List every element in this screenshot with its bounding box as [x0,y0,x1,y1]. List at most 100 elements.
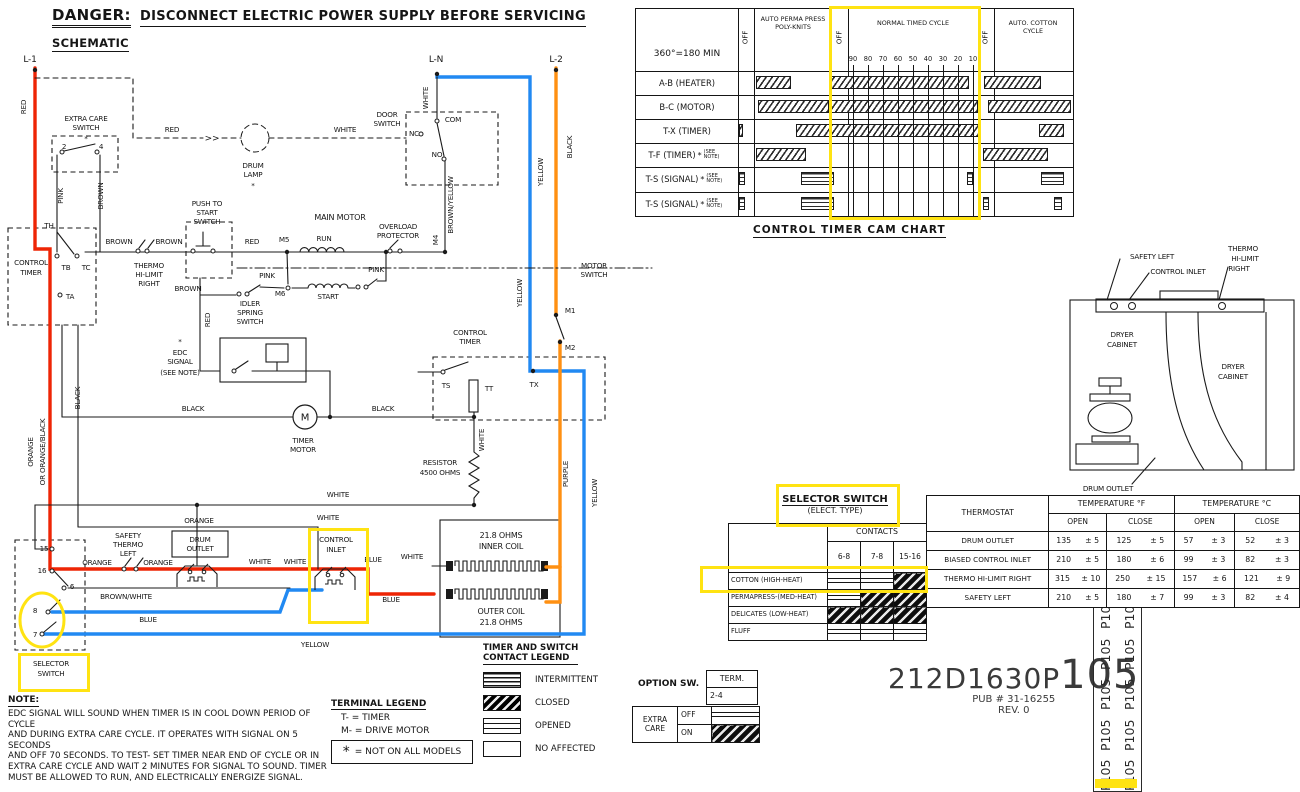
contact-open-cell [827,589,861,607]
term-value: 2-4 [706,687,758,705]
schematic-label: INLET [326,545,346,554]
solid-box [1098,377,1122,387]
schematic-label: SAFETY LEFT [1130,252,1175,261]
temp-value-cell: 315± 10 [1048,569,1108,589]
schematic-label: TX [529,380,539,389]
temp-value-cell: 52± 3 [1234,531,1300,551]
cam-tick-label: 80 [863,55,873,63]
selector-row-label: COTTON (HIGH-HEAT) [728,572,828,590]
blue-wire [50,588,324,614]
legend-item-label: INTERMITTENT [535,674,599,685]
junction-dot [284,249,290,255]
junction-dot [553,312,559,318]
temp-tolerance: ± 10 [1081,573,1101,583]
schematic-label: BLACK [372,404,395,413]
table-row: CONTACTS [728,523,927,573]
contact-terminal [135,248,141,254]
schematic-label: CABINET [1107,340,1138,349]
contact-terminal [418,131,424,137]
temp-value: 99± 3 [1175,593,1235,603]
temp-value: 82± 4 [1235,593,1299,603]
contact-terminal [440,369,446,375]
schematic-label: 7 [33,630,37,639]
legend-item: INTERMITTENT [483,671,599,688]
term-header: TERM. [706,670,758,688]
black-wire [124,557,132,567]
contact-terminal [397,248,403,254]
schematic-label: PUSH TO [192,199,223,208]
thermostat-contact [339,572,345,578]
dashed-box [185,221,233,279]
schematic-label: WHITE [401,552,424,561]
contact-terminal [387,248,393,254]
temp-value-cell: 121± 9 [1234,569,1300,589]
temp-number: 180 [1116,592,1132,602]
cam-bar [756,76,791,89]
contact-legend-title-2: CONTACT LEGEND [483,653,570,664]
pub-number: PUB # 31-16255 [972,694,1056,705]
red-wire [33,66,436,596]
contact-terminal [57,292,63,298]
cam-row-label: T-F (TIMER)*(SEE NOTE) [638,143,736,167]
schematic-label: WHITE [249,557,272,566]
grid-line [738,9,740,216]
cam-corner-label: 360°=180 MIN [653,49,721,59]
cam-row-label: T-S (SIGNAL)*(SEE NOTE) [638,192,736,216]
black-wire [436,122,445,157]
terminal-legend-item: M- = DRIVE MOTOR [341,726,430,736]
timer-switch-contact-legend: TIMER AND SWITCH CONTACT LEGEND INTERMIT… [483,643,598,757]
cam-row-label: B-C (MOTOR) [638,95,736,119]
schematic-label: SAFETY [115,531,142,540]
cam-tick-label: 10 [968,55,978,63]
black-wire [1218,266,1229,301]
blue-wire [42,72,586,636]
black-wire [305,370,331,418]
black-wire [259,286,285,289]
thermostat-row-label: BIASED CONTROL INLET [925,550,1050,570]
black-wire [53,570,69,587]
schematic-label: SCHEMATIC [52,36,129,52]
schematic-label: LAMP [244,170,264,179]
schematic-label: BROWN/WHITE [100,592,153,601]
schematic-label: OR ORANGE/BLACK [38,418,47,485]
grid-line [636,143,1073,145]
temp-value: 121± 9 [1235,574,1299,584]
temp-number: 57 [1183,535,1194,545]
schematic-label: CONTROL INLET [1150,267,1206,276]
black-wire [63,143,96,152]
cam-off-label: OFF [835,30,844,45]
schematic-label: OVERLOAD [379,222,418,231]
schematic-label: ORANGE [184,516,214,525]
temp-tolerance: ± 3 [1275,535,1290,545]
schematic-label: RUN [316,234,331,243]
not-on-all-models-text: = NOT ON ALL MODELS [354,747,462,757]
contact-terminal [355,284,361,290]
schematic-label: DRUM OUTLET [1083,484,1134,493]
schematic-label: NC [409,129,419,138]
schematic-label: * [178,337,182,346]
cam-bar [739,197,745,210]
temp-value: 250± 15 [1107,574,1174,584]
schematic-label: (SEE NOTE) [160,368,200,377]
asterisk-icon: * [700,199,705,209]
contact-terminal [244,291,250,297]
schematic-label: PINK [368,265,384,274]
temp-c-header: TEMPERATURE °C [1173,495,1300,514]
note-block: NOTE: EDC SIGNAL WILL SOUND WHEN TIMER I… [8,695,330,783]
solid-box [1159,290,1219,300]
schematic-label: SIGNAL [167,357,193,366]
contact-col-header: 7-8 [860,541,894,573]
cam-bar [739,172,745,185]
solid-box [1075,443,1139,465]
thermostat-row-label: DRUM OUTLET [925,531,1050,551]
black-wire [199,277,221,372]
p105-stamp: P105 [1098,678,1114,711]
schematic-label: 15 [40,544,49,553]
schematic-label: THERMO [112,540,144,549]
selector-switch-subtitle: (ELECT. TYPE) [807,506,863,515]
schematic-label: SELECTOR [33,659,69,668]
cam-bar [829,76,969,89]
open-close-header: OPEN [1048,513,1108,532]
